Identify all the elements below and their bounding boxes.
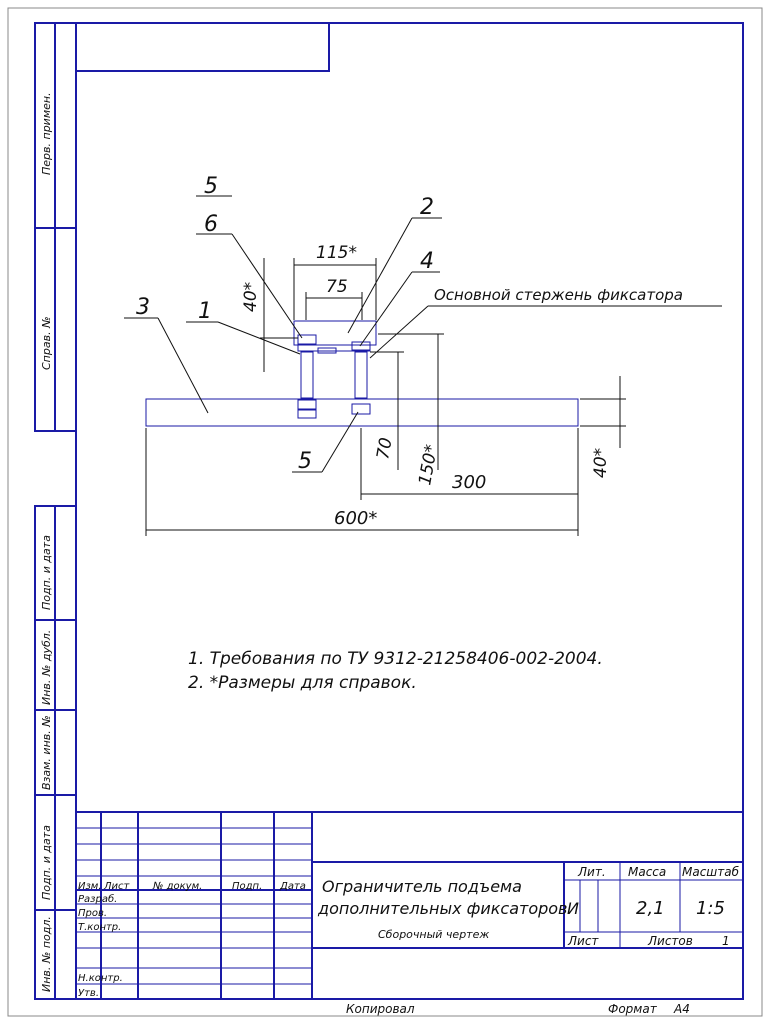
side-label-perv-primen: Перв. примен. [40, 92, 53, 175]
callouts: 5 6 2 4 3 1 5 Основной стержень фиксатор… [124, 174, 722, 474]
tb-role-nkontr: Н.контр. [78, 973, 123, 984]
left-nut-mid [297, 399, 317, 410]
callout-5-bottom: 5 [298, 449, 312, 474]
dim-300: 300 [452, 472, 486, 493]
footer-format-label: Формат [608, 1002, 658, 1016]
tb-title-line1: Ограничитель подъема [322, 877, 522, 896]
tb-massa-value: 2,1 [636, 898, 665, 919]
tb-subtitle: Сборочный чертеж [378, 928, 489, 941]
tb-list-label: Лист [567, 934, 599, 948]
side-column-upper [34, 22, 77, 432]
callout-6: 6 [204, 212, 218, 237]
footer-format-value: А4 [673, 1002, 690, 1016]
callout-1: 1 [198, 299, 212, 324]
top-left-box [75, 22, 330, 72]
right-nut-top [351, 341, 371, 351]
base-bar [145, 398, 579, 427]
tb-role-utv: Утв. [78, 988, 99, 999]
drawing-frame [75, 22, 744, 1000]
tb-masshtab-label: Масштаб [682, 865, 740, 879]
washer [317, 347, 337, 354]
right-bolt [354, 351, 368, 399]
dim-600: 600* [334, 508, 377, 529]
tb-masshtab-value: 1:5 [696, 898, 725, 919]
left-nut-bottom [297, 409, 317, 419]
tb-header-list: Лист [103, 881, 131, 892]
tb-lit-value: И [567, 899, 579, 918]
dim-40-left: 40* [241, 282, 261, 312]
callout-3: 3 [136, 295, 150, 320]
callout-4: 4 [420, 249, 434, 274]
tb-role-razrab: Разраб. [78, 893, 117, 905]
note-2: 2. *Размеры для справок. [188, 673, 417, 693]
side-label-podp-data-1: Подп. и дата [40, 535, 53, 610]
sheet-edge [7, 7, 763, 1017]
side-label-inv-podl: Инв. № подл. [40, 916, 53, 992]
tb-header-izm: Изм. [78, 881, 102, 892]
side-label-sprav-no: Справ. № [40, 316, 53, 370]
notes: 1. Требования по ТУ 9312-21258406-002-20… [188, 649, 603, 693]
side-label-podp-data-2: Подп. и дата [40, 825, 53, 900]
side-column-lower [34, 505, 77, 1000]
assembly-view [145, 320, 579, 427]
callout-5-top: 5 [204, 174, 218, 199]
callout-2: 2 [420, 195, 434, 220]
tb-role-tkontr: Т.контр. [78, 922, 121, 933]
leader-label-main-rod: Основной стержень фиксатора [434, 286, 683, 304]
note-1: 1. Требования по ТУ 9312-21258406-002-20… [188, 649, 603, 669]
side-label-vzam-inv: Взам. инв. № [40, 715, 53, 790]
footer-kopiroval: Копировал [346, 1002, 415, 1016]
title-block [75, 811, 744, 1000]
tb-listov-label: Листов [647, 934, 693, 948]
side-label-inv-dubl: Инв. № дубл. [40, 630, 53, 705]
left-bolt [300, 351, 314, 399]
tb-listov-value: 1 [722, 934, 730, 948]
left-nut-top [297, 334, 317, 345]
dimensions: 115* 75 40* 70 150* 300 40* 600* [145, 243, 626, 536]
dim-150: 150* [415, 443, 442, 487]
tb-massa-label: Масса [628, 865, 666, 879]
tb-role-prov: Пров. [78, 908, 107, 919]
tb-header-podp: Подп. [232, 881, 262, 892]
dim-75: 75 [326, 277, 348, 297]
tb-header-doc-no: № докум. [152, 881, 202, 892]
dim-40-right: 40* [591, 448, 611, 478]
dim-115: 115* [316, 243, 357, 263]
tb-title-line2: дополнительных фиксаторов [317, 899, 567, 918]
tb-header-data: Дата [279, 881, 306, 892]
tb-lit-label: Лит. [577, 865, 606, 879]
dim-70: 70 [373, 436, 396, 461]
right-nut-bottom [351, 403, 371, 415]
